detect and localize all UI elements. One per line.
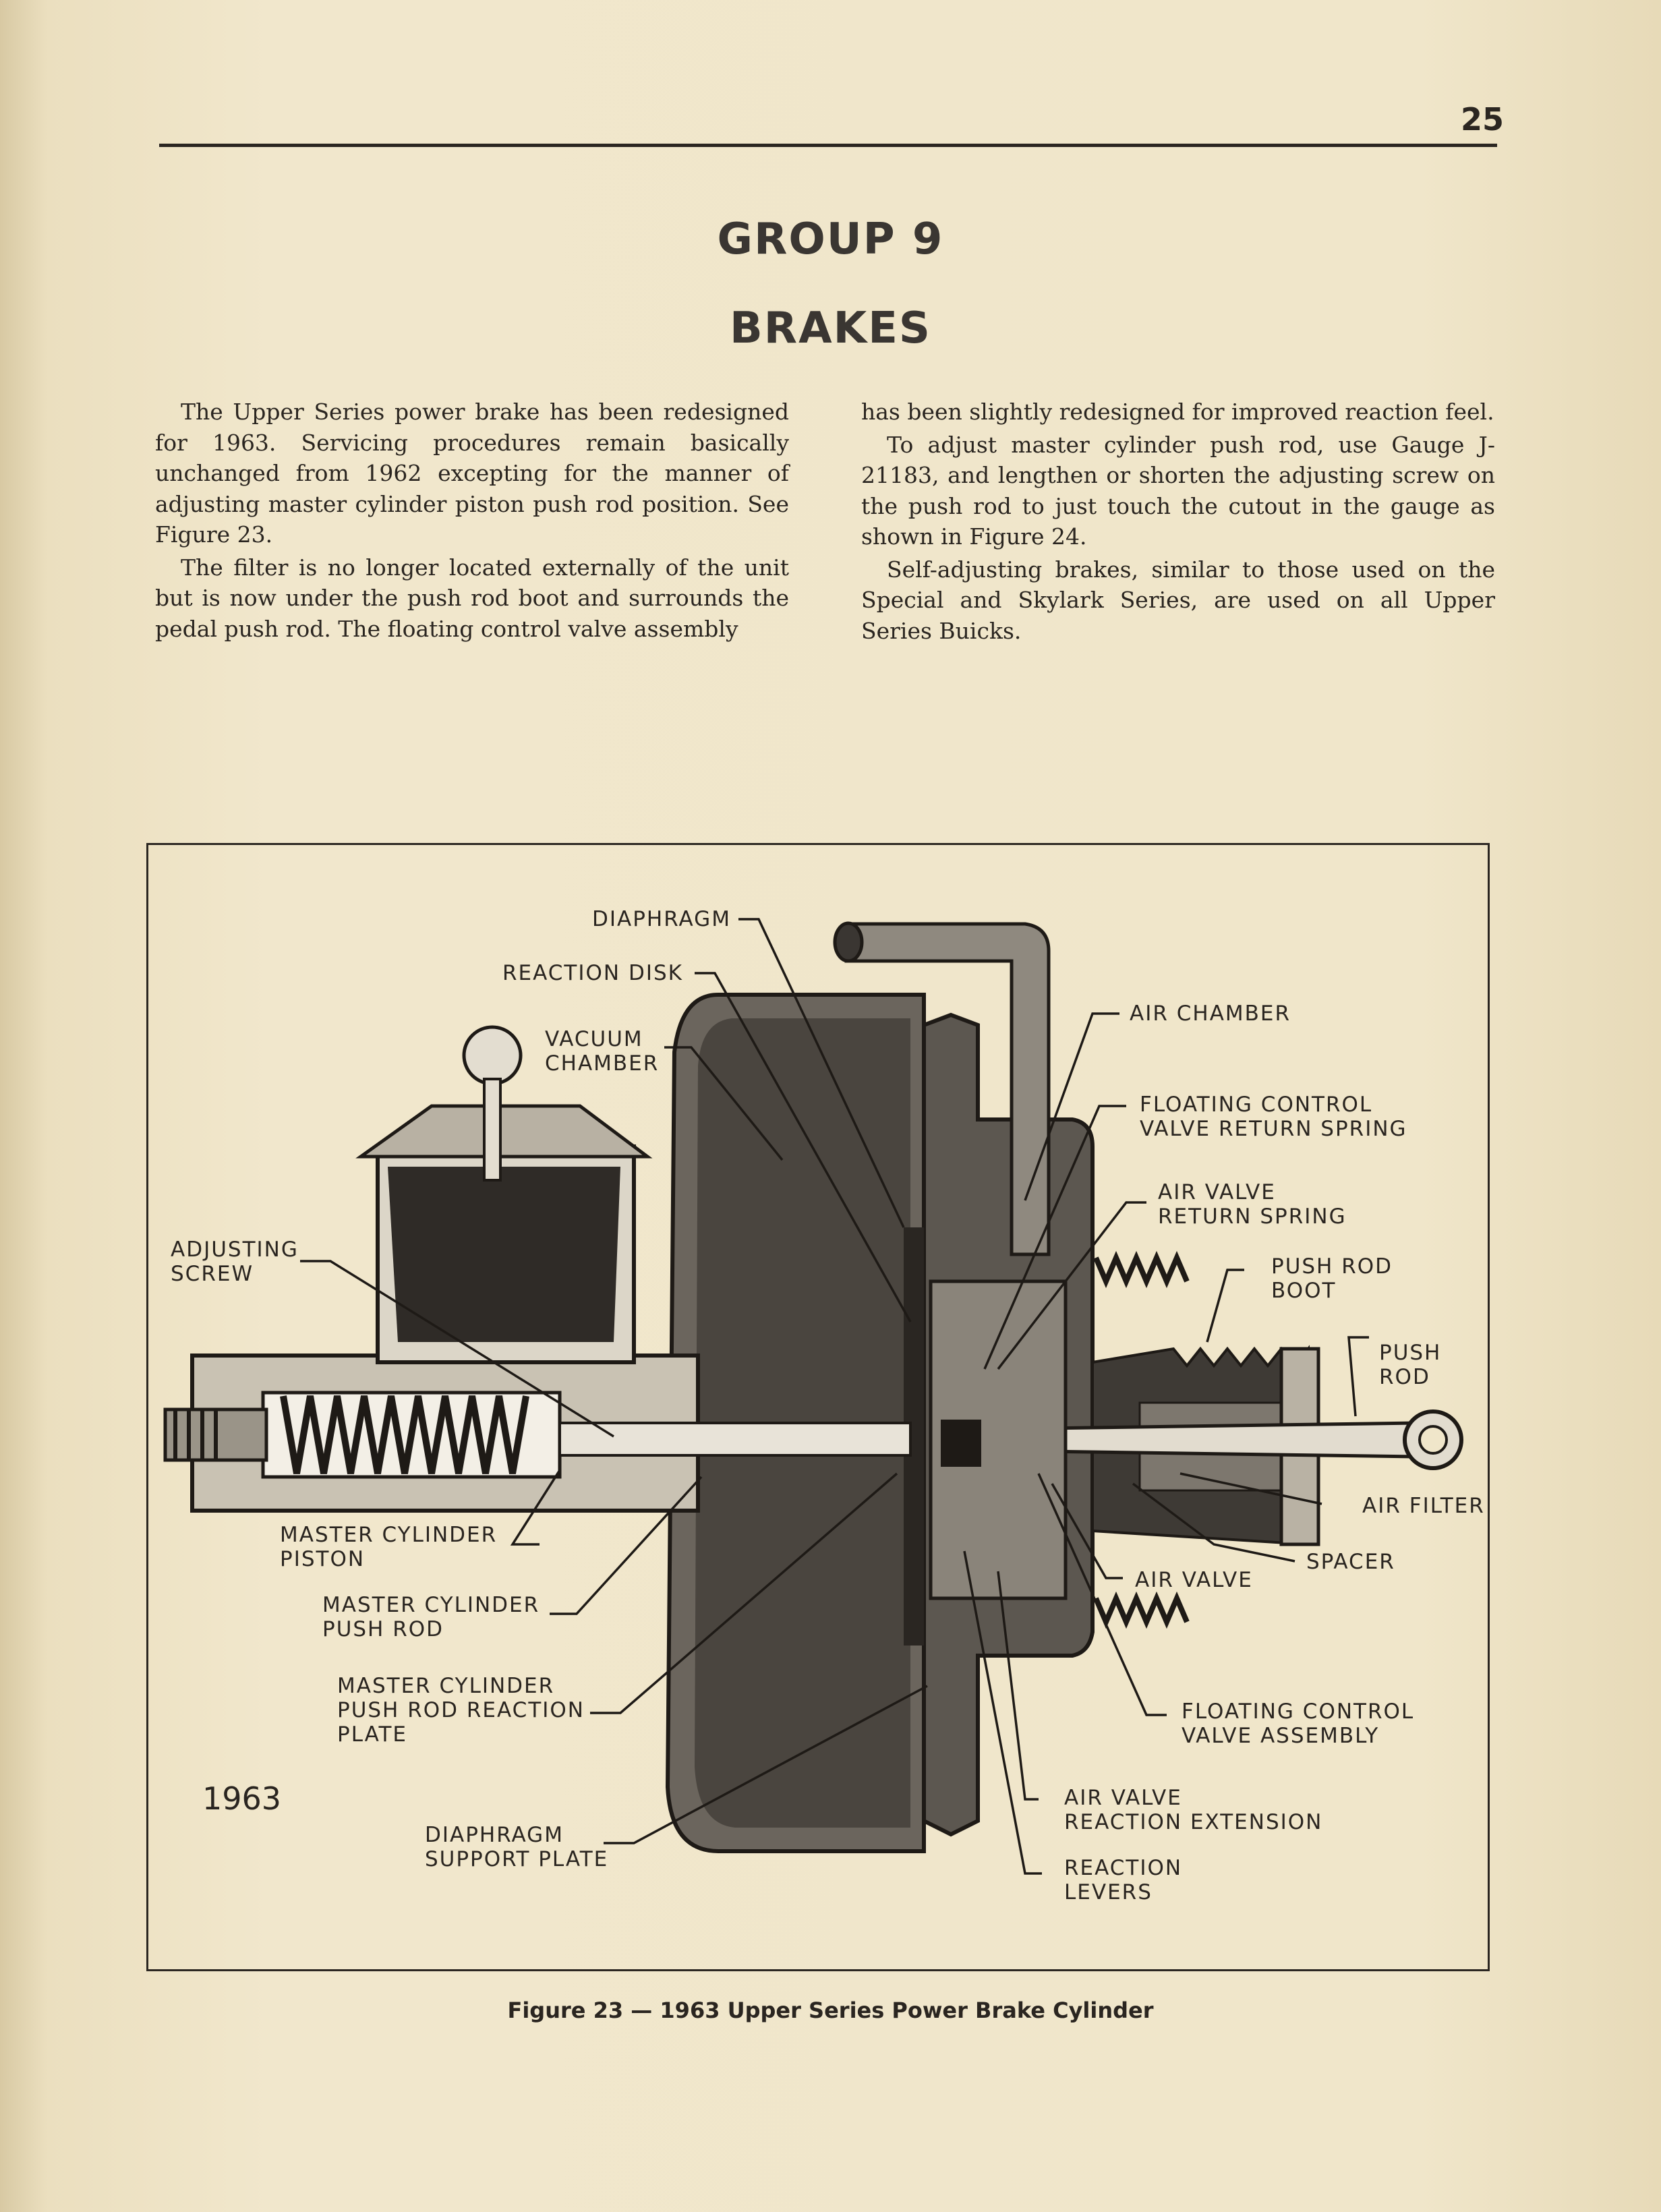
paragraph: The Upper Series power brake has been re… (155, 399, 789, 548)
reservoir-cup (388, 1167, 620, 1342)
push-rod-eye-hole (1418, 1425, 1448, 1455)
label-air-chamber: AIR CHAMBER (1130, 1001, 1291, 1026)
label-diaphragm: DIAPHRAGM (592, 907, 731, 931)
thread-lines (173, 1409, 218, 1460)
paragraph: The filter is no longer located external… (155, 554, 789, 642)
figure-frame (146, 843, 1490, 1971)
label-air-valve: AIR VALVE (1135, 1568, 1253, 1592)
vacuum-inlet-pipe (844, 922, 1051, 1256)
label-adjusting-screw: ADJUSTING SCREW (171, 1238, 299, 1286)
group-title: GROUP 9 (717, 214, 944, 264)
label-vacuum-chamber: VACUUM CHAMBER (545, 1027, 660, 1076)
section-title: BRAKES (730, 303, 931, 353)
cylinder-spring (280, 1395, 529, 1474)
body-column-right: has been slightly redesigned for improve… (861, 397, 1495, 648)
label-air-valve-reaction-extension: AIR VALVE REACTION EXTENSION (1064, 1786, 1323, 1834)
label-spacer: SPACER (1306, 1550, 1395, 1574)
label-master-cylinder-piston: MASTER CYLINDER PISTON (280, 1523, 498, 1571)
body-column-left: The Upper Series power brake has been re… (155, 397, 789, 646)
label-diaphragm-support-plate: DIAPHRAGM SUPPORT PLATE (425, 1823, 609, 1871)
figure-caption: Figure 23 — 1963 Upper Series Power Brak… (507, 1998, 1154, 2023)
lower-return-spring (1093, 1591, 1190, 1629)
paragraph: has been slightly redesigned for improve… (861, 399, 1494, 425)
page-number: 25 (1460, 101, 1504, 138)
label-air-filter: AIR FILTER (1362, 1494, 1485, 1518)
header-rule (159, 144, 1497, 147)
label-master-cylinder-push-rod: MASTER CYLINDER PUSH ROD (322, 1593, 540, 1641)
label-reaction-levers: REACTION LEVERS (1064, 1856, 1183, 1904)
knob-stem (483, 1078, 502, 1182)
paragraph: To adjust master cylinder push rod, use … (861, 431, 1495, 550)
leader-lines (300, 918, 1369, 1875)
reaction-disk-block (941, 1420, 981, 1467)
upper-return-spring (1093, 1250, 1190, 1289)
paragraph: Self-adjusting brakes, similar to those … (861, 556, 1495, 644)
reservoir-cover (355, 1104, 653, 1159)
master-push-rod (558, 1422, 912, 1457)
label-reaction-disk: REACTION DISK (502, 961, 683, 985)
label-push-rod: PUSH ROD (1379, 1341, 1442, 1389)
label-floating-control-valve-return-spring: FLOATING CONTROL VALVE RETURN SPRING (1140, 1093, 1407, 1141)
pipe-end (833, 921, 864, 963)
label-air-valve-return-spring: AIR VALVE RETURN SPRING (1158, 1180, 1347, 1229)
push-rod (1040, 1421, 1418, 1459)
label-push-rod-boot: PUSH ROD BOOT (1271, 1254, 1393, 1303)
label-master-cylinder-push-rod-reaction-plate: MASTER CYLINDER PUSH ROD REACTION PLATE (337, 1674, 585, 1747)
figure-year: 1963 (202, 1780, 282, 1817)
label-floating-control-valve-assembly: FLOATING CONTROL VALVE ASSEMBLY (1182, 1699, 1415, 1748)
cover-knob (462, 1025, 523, 1086)
